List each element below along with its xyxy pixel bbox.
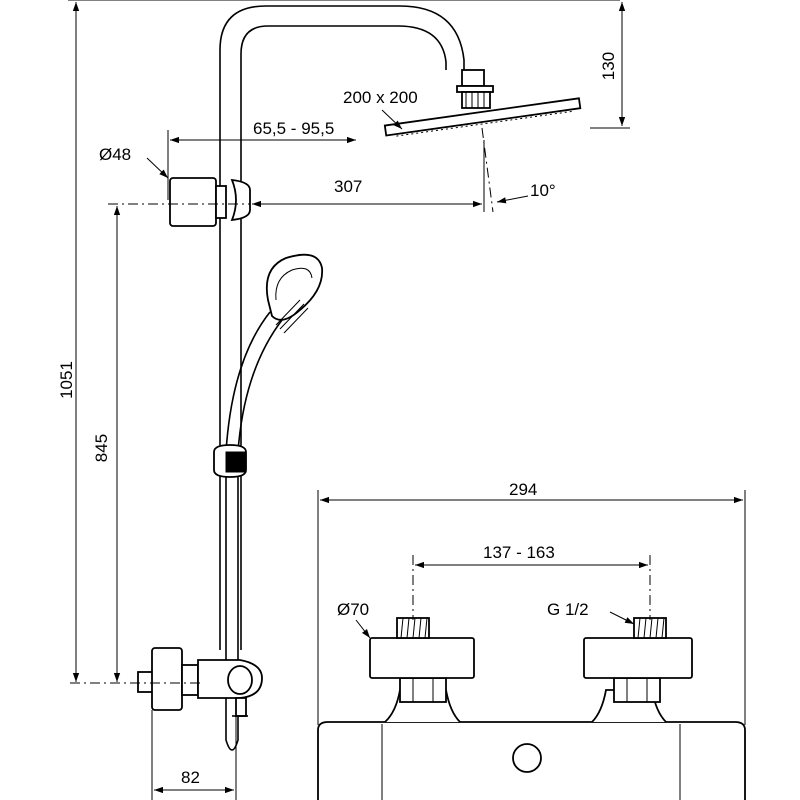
head-connector — [456, 69, 494, 109]
rain-shower-head — [383, 97, 582, 137]
inlet-spacing-label: 137 - 163 — [483, 543, 555, 562]
bracket-diameter-leader — [146, 157, 169, 179]
dim-1051-label: 1051 — [57, 361, 76, 399]
wall-bracket — [169, 177, 251, 227]
outlet-port — [512, 743, 542, 773]
dim-angle-leader — [496, 195, 529, 204]
arm-range-label: 65,5 - 95,5 — [253, 119, 334, 138]
mixer-side-view — [137, 647, 263, 717]
arm-reach-label: 307 — [334, 177, 362, 196]
cover-diameter-label: Ø70 — [337, 600, 369, 619]
shower-hose — [225, 470, 239, 751]
mixer-width-label: 294 — [509, 480, 537, 499]
cover-diameter-leader — [355, 619, 371, 639]
hand-shower — [225, 253, 323, 453]
extension-lines — [68, 0, 746, 800]
mixer-front-view — [317, 617, 746, 800]
right-cover-plate — [583, 637, 693, 679]
head-size-leader — [381, 109, 403, 130]
head-angle-label: 10° — [530, 181, 556, 200]
bracket-diameter-label: Ø48 — [99, 145, 131, 164]
thread-leader — [609, 611, 635, 625]
left-thread — [396, 617, 430, 639]
right-thread — [633, 617, 667, 639]
thread-size-label: G 1/2 — [547, 600, 589, 619]
head-size-label: 200 x 200 — [343, 88, 418, 107]
dimension-labels: 1051 845 130 200 x 200 65,5 - 95,5 Ø48 3… — [57, 52, 618, 787]
head-nozzles — [396, 110, 575, 137]
dim-845-label: 845 — [92, 434, 111, 462]
shower-column — [219, 5, 465, 650]
dimension-lines — [72, 2, 743, 794]
slider-holder — [213, 444, 247, 478]
wall-depth-label: 82 — [181, 768, 200, 787]
dim-130-label: 130 — [599, 52, 618, 80]
left-cover-plate — [369, 637, 475, 679]
